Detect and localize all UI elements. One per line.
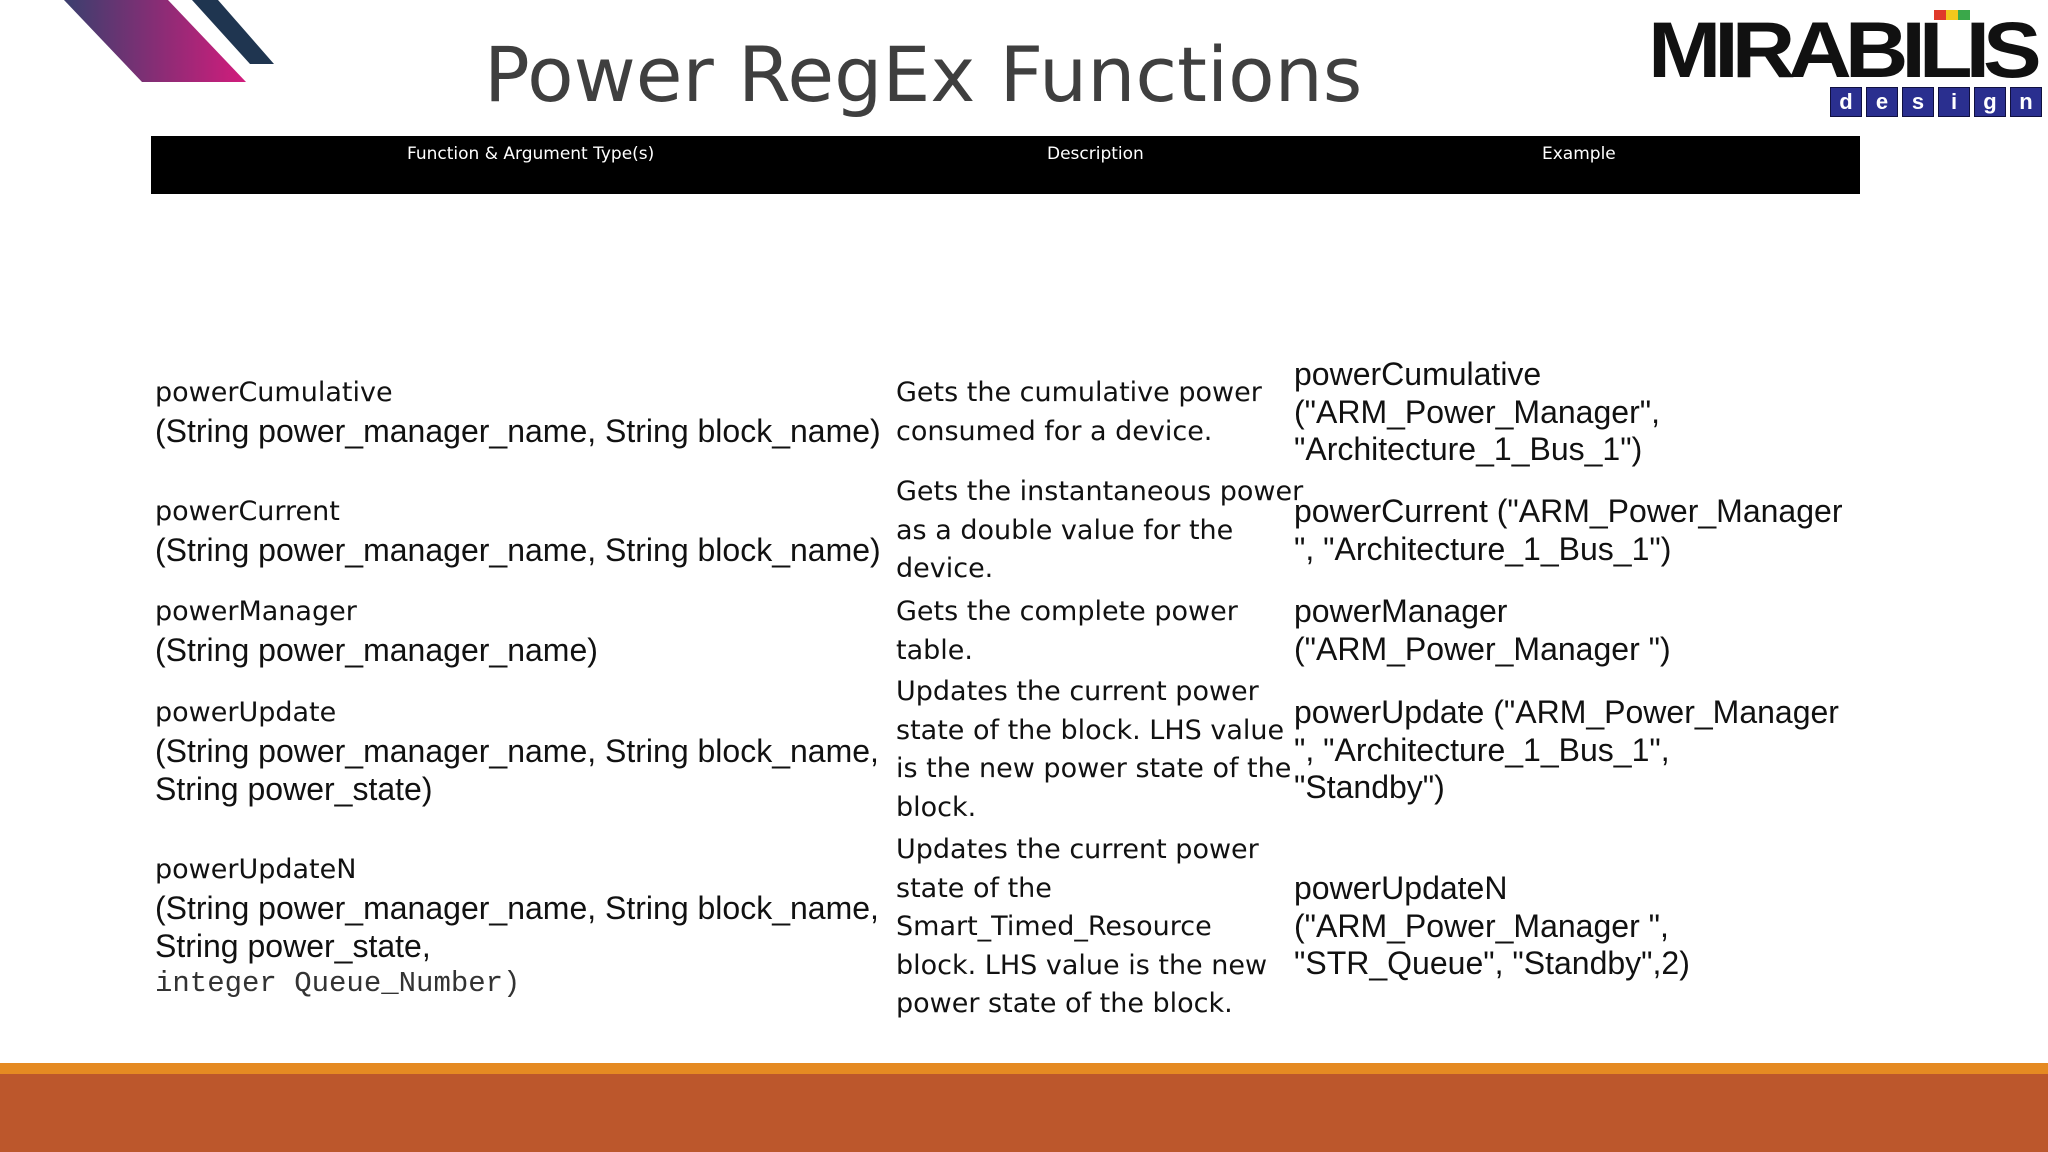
header-description: Description (1047, 144, 1144, 164)
function-args: (String power_manager_name, String block… (155, 733, 879, 769)
example-cell: powerUpdate ("ARM_Power_Manager ", "Arch… (1294, 694, 1854, 807)
description-line: state of the block. LHS value (896, 714, 1285, 746)
header-function: Function & Argument Type(s) (407, 144, 655, 164)
table-header: Function & Argument Type(s) Description … (151, 136, 1860, 194)
function-name: powerUpdate (155, 697, 337, 728)
description-line: is the new power state of the (896, 753, 1292, 784)
description-line: as a double value for the (896, 514, 1234, 546)
description-line: Gets the complete power (896, 596, 1238, 627)
example-line: powerCurrent ("ARM_Power_Manager (1294, 493, 1843, 529)
description-line: Gets the cumulative power (896, 377, 1262, 408)
logo-letter: g (1974, 87, 2006, 117)
description-line: Gets the instantaneous power (896, 476, 1304, 507)
function-name: powerCumulative (155, 377, 393, 408)
example-line: powerCumulative (1294, 356, 1542, 392)
logo-letter: d (1830, 87, 1862, 117)
function-args-mono: integer Queue_Number) (155, 967, 521, 1000)
function-cell: powerUpdateN (String power_manager_name,… (155, 851, 879, 1003)
example-line: ("ARM_Power_Manager ") (1294, 630, 1671, 667)
example-line: ", "Architecture_1_Bus_1") (1294, 530, 1672, 567)
function-cell: powerUpdate (String power_manager_name, … (155, 694, 879, 808)
function-args: (String power_manager_name, String block… (155, 413, 881, 449)
logo-wordmark: MIRABILIS (1648, 4, 2042, 94)
function-cell: powerCurrent (String power_manager_name,… (155, 493, 881, 569)
function-name: powerCurrent (155, 496, 340, 527)
header-example: Example (1542, 144, 1616, 164)
description-line: consumed for a device. (896, 415, 1213, 447)
description-cell: Updates the current power state of the S… (896, 831, 1296, 1024)
slide-title: Power RegEx Functions (484, 30, 1363, 119)
function-args: (String power_manager_name, String block… (155, 890, 879, 926)
description-line: state of the (896, 872, 1052, 904)
footer-accent-stripe (0, 1063, 2048, 1074)
description-line: block. LHS value is the new (896, 949, 1268, 981)
example-line: ("ARM_Power_Manager ", (1294, 907, 1669, 944)
description-line: device. (896, 553, 994, 584)
corner-decoration (64, 0, 274, 82)
function-args: (String power_manager_name, String block… (155, 532, 881, 568)
description-line: Updates the current power (896, 676, 1259, 707)
description-cell: Gets the instantaneous power as a double… (896, 473, 1304, 589)
description-line: power state of the block. (896, 988, 1233, 1019)
function-cell: powerManager (String power_manager_name) (155, 593, 598, 669)
description-line: Smart_Timed_Resource (896, 911, 1212, 942)
mirabilis-logo: MIRABILIS d e s i g n (1644, 4, 2044, 117)
description-cell: Gets the cumulative power consumed for a… (896, 374, 1296, 451)
example-line: powerManager (1294, 593, 1508, 629)
example-line: ("ARM_Power_Manager", (1294, 393, 1660, 430)
function-name: powerUpdateN (155, 854, 357, 885)
example-line: powerUpdateN (1294, 870, 1508, 906)
description-cell: Updates the current power state of the b… (896, 673, 1296, 827)
logo-design-boxes: d e s i g n (1830, 87, 2042, 117)
example-line: powerUpdate ("ARM_Power_Manager (1294, 694, 1839, 730)
function-cell: powerCumulative (String power_manager_na… (155, 374, 881, 450)
logo-letter: e (1866, 87, 1898, 117)
example-line: "Standby") (1294, 769, 1445, 805)
function-name: powerManager (155, 596, 357, 627)
logo-letter: i (1938, 87, 1970, 117)
function-args: String power_state, (155, 928, 431, 964)
logo-letter: n (2010, 87, 2042, 117)
function-args: (String power_manager_name) (155, 632, 598, 668)
description-line: table. (896, 634, 973, 666)
example-line: ", "Architecture_1_Bus_1", (1294, 731, 1670, 768)
function-args: String power_state) (155, 771, 433, 807)
logo-letter: s (1902, 87, 1934, 117)
example-line: "Architecture_1_Bus_1") (1294, 431, 1643, 467)
example-cell: powerManager ("ARM_Power_Manager ") (1294, 593, 1854, 668)
example-cell: powerCumulative ("ARM_Power_Manager", "A… (1294, 356, 1854, 469)
logo-color-dots (1934, 10, 1970, 20)
example-cell: powerUpdateN ("ARM_Power_Manager ", "STR… (1294, 870, 1854, 983)
example-cell: powerCurrent ("ARM_Power_Manager ", "Arc… (1294, 493, 1854, 568)
footer-band (0, 1074, 2048, 1152)
description-line: block. (896, 791, 977, 823)
description-cell: Gets the complete power table. (896, 593, 1296, 670)
description-line: Updates the current power (896, 834, 1259, 865)
example-line: "STR_Queue", "Standby",2) (1294, 945, 1690, 981)
